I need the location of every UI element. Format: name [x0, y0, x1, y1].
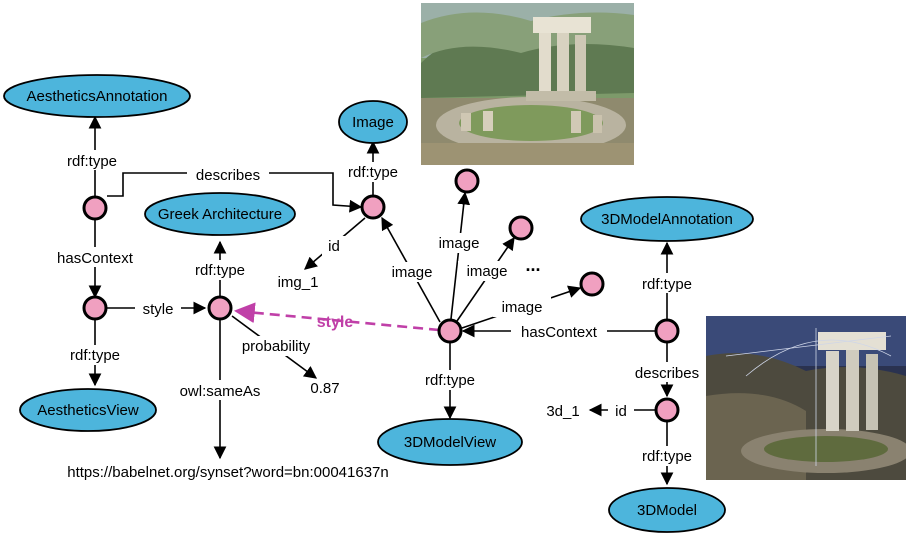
label-has-context-aesthetics: hasContext: [57, 250, 134, 267]
class-label-greek-architecture: Greek Architecture: [158, 206, 282, 223]
class-label-aesthetics-annotation: AestheticsAnnotation: [27, 88, 168, 105]
class-nodes: [3, 74, 754, 533]
label-rdf-type-greek: rdf:type: [195, 262, 245, 279]
label-describes: describes: [196, 167, 260, 184]
label-rdf-type-3dmodel: rdf:type: [642, 448, 692, 465]
literal-ellipsis: ...: [525, 255, 540, 275]
class-aesthetics-annotation: [3, 74, 191, 118]
literal-3d-id: 3d_1: [546, 403, 579, 420]
label-owl-same-as: owl:sameAs: [180, 383, 261, 400]
node-style-concept: [207, 295, 233, 321]
label-inferred-style: style: [317, 314, 354, 331]
literal-img-1: img_1: [278, 274, 319, 291]
class-label-aesthetics-view: AestheticsView: [37, 402, 139, 419]
node-image-2: [454, 168, 480, 194]
edge-labels: rdf:type describes hasContext style rdf:…: [42, 150, 710, 466]
label-has-context-3d: hasContext: [521, 324, 598, 341]
class-label-3dmodel: 3DModel: [637, 502, 697, 519]
class-greek-architecture: [144, 192, 296, 236]
node-3dmodel-view: [437, 318, 463, 344]
node-aesthetics-annotation: [82, 195, 108, 221]
literals: img_1 0.87 3d_1 https://babelnet.org/syn…: [67, 255, 579, 481]
class-aesthetics-view: [19, 388, 157, 432]
label-rdf-type-image: rdf:type: [348, 164, 398, 181]
class-label-image: Image: [352, 114, 394, 131]
class-labels: AestheticsAnnotation Image Greek Archite…: [27, 88, 733, 519]
edge-image-2: [450, 191, 471, 320]
photo-of-temple-icon: [421, 3, 634, 165]
label-image-2: image: [439, 235, 480, 252]
label-id-model: id: [615, 403, 627, 420]
class-image: [338, 100, 408, 144]
class-3dmodel-annotation: [580, 196, 754, 242]
literal-babelnet-url: https://babelnet.org/synset?word=bn:0004…: [67, 464, 389, 481]
label-rdf-type-3dannotation: rdf:type: [642, 276, 692, 293]
label-style: style: [143, 301, 174, 318]
node-aesthetics-context: [82, 295, 108, 321]
label-image-1: image: [392, 264, 433, 281]
label-describes-model: describes: [635, 365, 699, 382]
node-image-4: [579, 271, 605, 297]
label-image-3: image: [467, 263, 508, 280]
label-image-4: image: [502, 299, 543, 316]
node-image: [360, 194, 386, 220]
node-3dmodel: [654, 397, 680, 423]
3d-model-render-icon: [706, 316, 906, 480]
class-label-3dmodel-view: 3DModelView: [404, 434, 496, 451]
class-label-3dmodel-annotation: 3DModelAnnotation: [601, 211, 733, 228]
literal-probability-value: 0.87: [310, 380, 339, 397]
class-3dmodel: [608, 487, 726, 533]
node-3dmodel-annotation: [654, 318, 680, 344]
node-image-3: [508, 215, 534, 241]
class-3dmodel-view: [377, 418, 523, 466]
edge-inferred-style: [233, 302, 440, 332]
label-rdf-type-annotation: rdf:type: [67, 153, 117, 170]
label-probability: probability: [242, 338, 311, 355]
label-rdf-type-3dview: rdf:type: [425, 372, 475, 389]
instance-nodes: [82, 168, 680, 423]
label-rdf-type-view: rdf:type: [70, 347, 120, 364]
label-id-img: id: [328, 238, 340, 255]
